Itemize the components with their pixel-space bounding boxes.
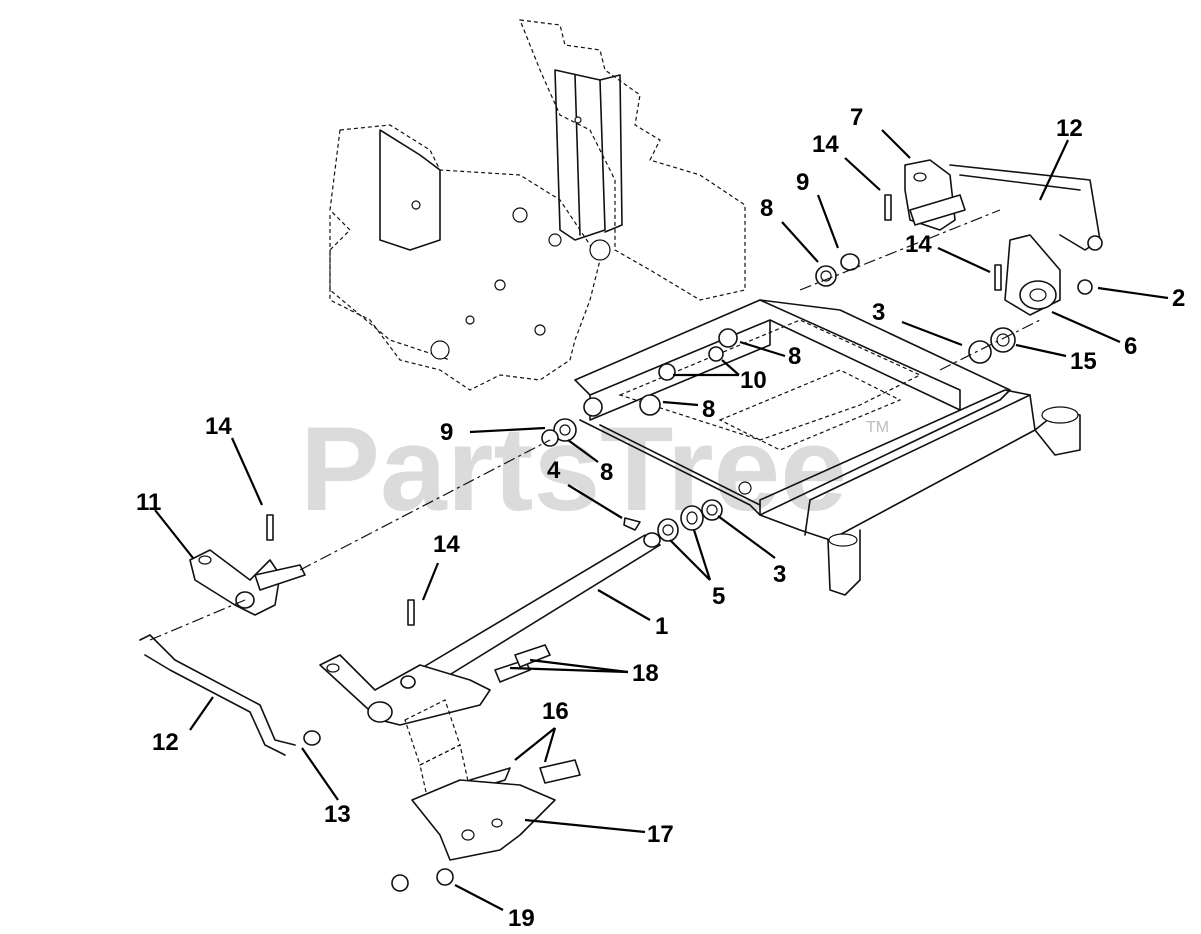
- left-lift-arm: [189, 439, 551, 626]
- callout-label: 16: [542, 698, 569, 725]
- callout-label: 14: [433, 531, 460, 558]
- callout-label: 2: [1172, 285, 1185, 312]
- callout-label: 9: [796, 169, 809, 196]
- callout-label: 11: [136, 489, 161, 516]
- callout-label: 14: [812, 131, 839, 158]
- callout-labels: 7 12 14 9 8 14 2 3 6 15 8 10 8 9 8 4 14 …: [136, 104, 1185, 932]
- callout-label: 8: [702, 396, 715, 423]
- callout-label: 9: [440, 419, 453, 446]
- center-bushings: [541, 328, 738, 542]
- callout-label: 14: [205, 413, 232, 440]
- callout-label: 5: [712, 583, 725, 610]
- callout-label: 1: [655, 613, 668, 640]
- callout-label: 8: [600, 459, 613, 486]
- callout-label: 3: [773, 561, 786, 588]
- callout-label: 17: [647, 821, 674, 848]
- callout-label: 10: [740, 367, 767, 394]
- left-lift-link: [139, 599, 321, 756]
- callout-label: 7: [850, 104, 863, 131]
- callout-label: 8: [788, 343, 801, 370]
- callout-label: 6: [1124, 333, 1137, 360]
- callout-label: 19: [508, 905, 535, 932]
- callout-label: 14: [905, 231, 932, 258]
- leader-lines: [154, 129, 1169, 911]
- mower-frame: [329, 19, 1081, 596]
- pedal-assembly: [391, 699, 581, 892]
- lift-bracket: [319, 644, 551, 726]
- callout-label: 12: [1056, 115, 1083, 142]
- callout-label: 15: [1070, 348, 1097, 375]
- callout-label: 4: [547, 457, 561, 484]
- callout-label: 3: [872, 299, 885, 326]
- callout-label: 8: [760, 195, 773, 222]
- callout-label: 18: [632, 660, 659, 687]
- callout-label: 13: [324, 801, 351, 828]
- watermark-trademark: TM: [866, 419, 889, 436]
- callout-label: 12: [152, 729, 179, 756]
- watermark: PartsTree TM: [300, 402, 889, 536]
- right-lift-arm-assembly: [799, 159, 1103, 371]
